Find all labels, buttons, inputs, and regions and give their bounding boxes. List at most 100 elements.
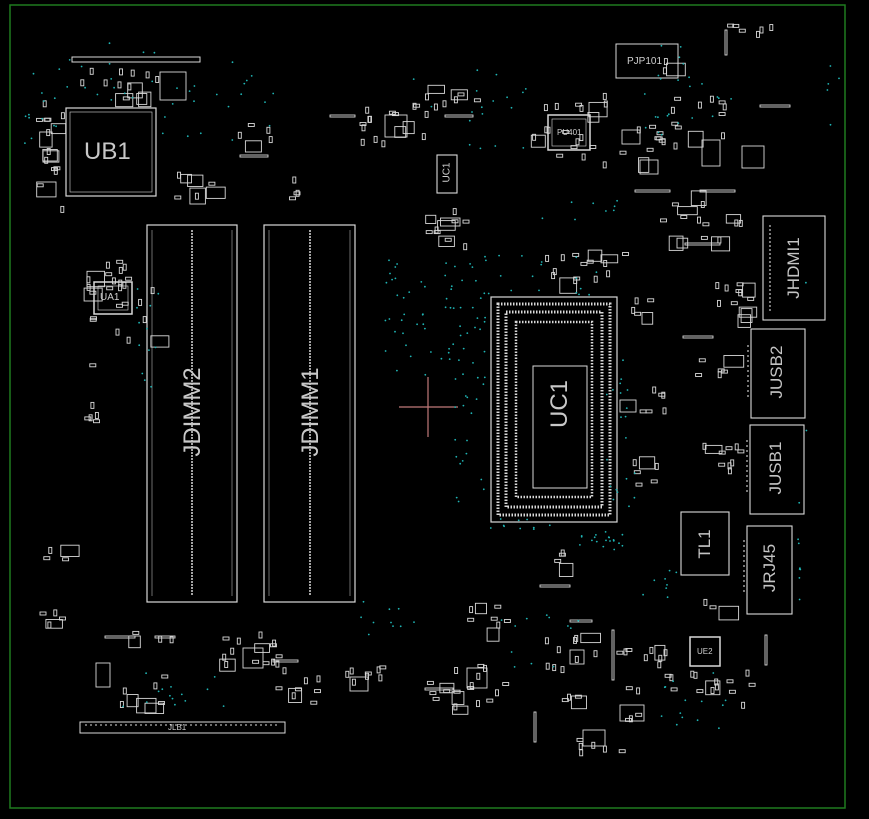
jhdmi1-connector[interactable] xyxy=(762,215,826,321)
smd-pad xyxy=(457,92,465,97)
smd-pad xyxy=(580,261,588,266)
jusb1-connector[interactable] xyxy=(746,424,805,515)
via xyxy=(608,536,611,539)
via xyxy=(471,266,474,268)
smd-pad xyxy=(425,230,433,235)
smd-pad xyxy=(262,661,270,666)
smd-pad xyxy=(717,371,722,379)
smd-pad xyxy=(579,134,584,142)
smd-pad xyxy=(690,670,695,678)
via xyxy=(388,608,391,611)
smd-pad xyxy=(723,355,745,368)
via xyxy=(479,328,481,331)
smd-pad xyxy=(359,122,367,126)
smd-pad xyxy=(126,694,139,708)
via xyxy=(161,132,164,135)
smd-pad xyxy=(438,235,455,247)
smd-pad xyxy=(60,112,65,120)
tl1-transformer[interactable] xyxy=(680,511,730,576)
smd-pad xyxy=(295,189,300,197)
smd-pad xyxy=(573,636,577,644)
via xyxy=(681,716,684,719)
jdimm2-slot[interactable] xyxy=(146,224,238,603)
via xyxy=(462,404,465,407)
smd-pad xyxy=(680,215,688,219)
via xyxy=(402,332,404,335)
smd-pad xyxy=(660,218,667,223)
uc1-small-chip[interactable] xyxy=(436,154,458,194)
smd-pad xyxy=(462,219,470,224)
via xyxy=(593,536,596,539)
smd-pad xyxy=(275,686,283,691)
smd-pad xyxy=(466,667,488,689)
smd-pad xyxy=(545,254,550,262)
smd-pad xyxy=(45,619,63,629)
smd-pad xyxy=(574,655,579,663)
smd-pad xyxy=(150,287,155,295)
smd-pad xyxy=(145,71,150,79)
smd-pad xyxy=(425,93,429,101)
jlb1-connector[interactable] xyxy=(79,721,286,734)
smd-pad xyxy=(121,301,129,306)
ub1-chip[interactable] xyxy=(65,107,157,197)
via xyxy=(606,458,608,461)
via xyxy=(108,62,111,65)
smd-pad xyxy=(433,230,441,235)
smd-pad xyxy=(174,195,182,200)
via xyxy=(679,712,682,714)
top-header-connector[interactable] xyxy=(71,56,201,63)
smd-pad xyxy=(316,675,321,683)
jdimm1-slot[interactable] xyxy=(263,224,356,603)
smd-pad xyxy=(118,266,123,274)
via xyxy=(440,357,443,360)
smd-pad xyxy=(103,79,108,87)
via xyxy=(176,87,178,89)
smd-pad xyxy=(378,674,383,682)
via xyxy=(476,376,479,379)
smd-pad xyxy=(671,202,679,207)
smd-pad xyxy=(94,412,99,419)
smd-pad xyxy=(727,23,735,28)
via xyxy=(829,123,832,126)
smd-pad xyxy=(558,562,574,577)
smd-components xyxy=(36,23,791,757)
smd-pad xyxy=(424,687,454,691)
via xyxy=(691,117,694,119)
smd-pad xyxy=(709,95,714,103)
smd-pad xyxy=(136,697,157,714)
smd-pad xyxy=(429,691,437,696)
via xyxy=(666,596,669,599)
via xyxy=(570,201,573,204)
via xyxy=(724,699,727,702)
smd-pad xyxy=(702,442,707,450)
smd-pad xyxy=(560,254,565,262)
via xyxy=(577,619,580,622)
ua1-chip[interactable] xyxy=(93,281,133,315)
via xyxy=(701,83,703,85)
via xyxy=(514,625,517,627)
uc1-cpu-package[interactable] xyxy=(490,296,618,523)
ue2-chip[interactable] xyxy=(689,636,721,667)
via xyxy=(510,106,513,109)
smd-pad xyxy=(46,129,51,137)
via xyxy=(532,526,535,529)
smd-pad xyxy=(454,667,459,674)
via xyxy=(150,385,153,388)
jusb2-connector[interactable] xyxy=(747,328,806,419)
smd-pad xyxy=(159,71,187,101)
smd-pad xyxy=(36,183,44,188)
smd-pad xyxy=(105,261,110,269)
jrj45-connector[interactable] xyxy=(743,525,793,615)
via xyxy=(548,616,551,619)
pjp101-jumper[interactable] xyxy=(615,43,679,79)
via xyxy=(797,538,799,541)
smd-pad xyxy=(495,689,499,697)
via xyxy=(157,690,160,693)
via xyxy=(24,115,27,118)
via xyxy=(153,51,156,54)
via xyxy=(193,85,196,87)
via xyxy=(454,406,457,408)
via xyxy=(391,278,393,281)
smd-pad xyxy=(625,648,633,652)
smd-pad xyxy=(453,703,458,711)
